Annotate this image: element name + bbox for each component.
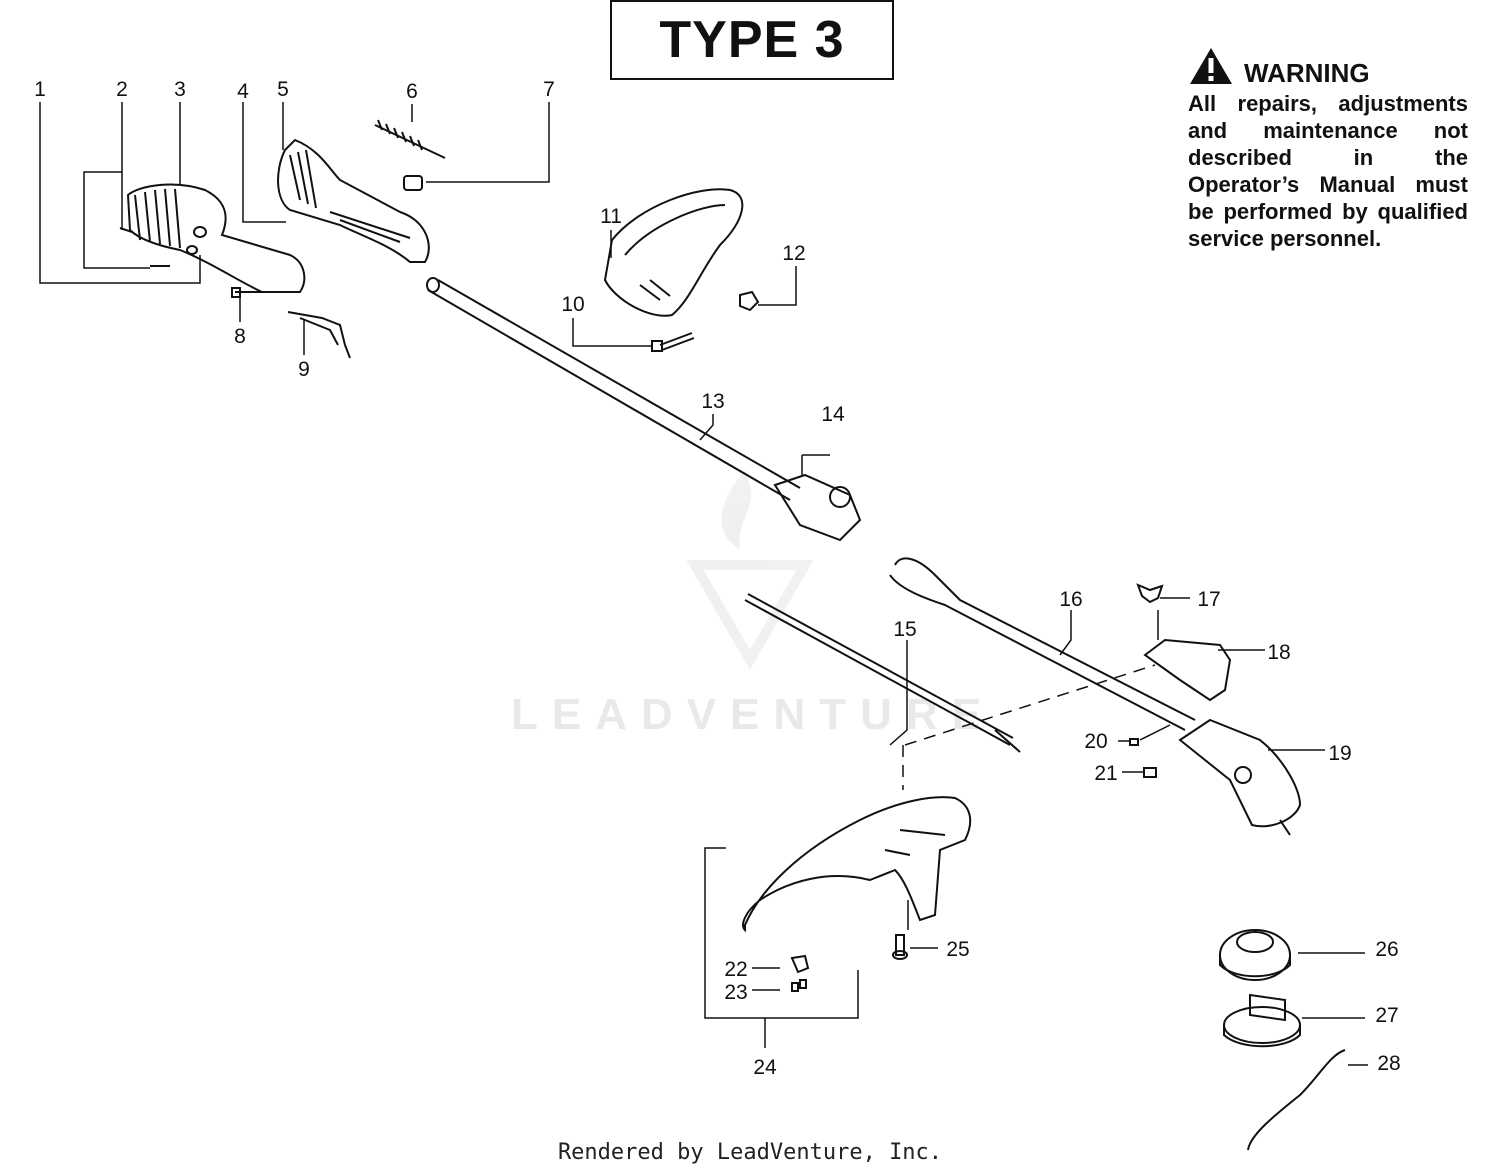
- part-17-wing-nut: [1136, 583, 1164, 604]
- part-8-screw: [231, 287, 268, 298]
- callout-12: 12: [782, 242, 805, 265]
- callout-14: 14: [821, 403, 845, 426]
- callout-10: 10: [561, 293, 584, 316]
- part-13-upper-shaft: [426, 277, 801, 501]
- part-6-spring: [374, 119, 446, 159]
- callout-4: 4: [237, 80, 249, 103]
- callout-18: 18: [1267, 641, 1290, 664]
- callout-22: 22: [724, 958, 747, 981]
- warning-notice: WARNING All repairs, adjustments and mai…: [1188, 46, 1468, 252]
- part-20-screw: [1129, 738, 1139, 746]
- callout-15: 15: [893, 618, 916, 641]
- dashed-alignment-lines: [902, 664, 1156, 790]
- part-7-button: [403, 175, 423, 191]
- callout-13: 13: [701, 390, 724, 413]
- callout-25: 25: [946, 938, 969, 961]
- callout-16: 16: [1059, 588, 1082, 611]
- part-11-guard-handle: [603, 188, 744, 317]
- callout-7: 7: [543, 78, 555, 101]
- leader-lines-guard: [704, 847, 938, 1048]
- callout-11: 11: [600, 205, 622, 228]
- leader-lines-handle: [39, 102, 550, 355]
- part-2-screw: [119, 227, 170, 267]
- callout-24: 24: [753, 1056, 777, 1079]
- footer-credit: Rendered by LeadVenture, Inc.: [557, 1140, 943, 1165]
- part-10-bolt: [651, 332, 695, 352]
- part-5-handle-half: [277, 138, 430, 263]
- callout-9: 9: [298, 358, 310, 381]
- part-28-trimmer-line: [1247, 1049, 1346, 1151]
- part-15-drive-shaft: [744, 593, 1021, 753]
- callout-3: 3: [174, 78, 186, 101]
- warning-heading: WARNING: [1244, 58, 1370, 88]
- part-27-spool: [1223, 993, 1301, 1048]
- callout-28: 28: [1377, 1052, 1400, 1075]
- part-21-screw: [1143, 767, 1157, 778]
- warning-text: All repairs, adjustments and maintenance…: [1188, 91, 1468, 251]
- part-18-clamp: [1143, 638, 1232, 702]
- part-25-screw: [892, 934, 908, 960]
- part-9-throttle-trigger: [287, 311, 351, 359]
- callout-8: 8: [234, 325, 246, 348]
- part-24-guard: [742, 796, 972, 933]
- callout-27: 27: [1375, 1004, 1398, 1027]
- diagram-title-box: TYPE 3: [610, 0, 894, 80]
- part-23-screws: [791, 979, 807, 992]
- part-14-coupler: [773, 473, 862, 542]
- part-22-clip: [790, 954, 810, 974]
- callout-2: 2: [116, 78, 128, 101]
- diagram-title: TYPE 3: [659, 11, 845, 69]
- watermark-logo-icon: [686, 470, 814, 670]
- part-19-gear-head: [1178, 718, 1302, 836]
- callout-19: 19: [1328, 742, 1351, 765]
- watermark-text: LEADVENTURE: [510, 690, 996, 739]
- warning-triangle-icon: [1190, 48, 1232, 84]
- part-26-spool-cover: [1219, 929, 1291, 981]
- callout-26: 26: [1375, 938, 1398, 961]
- callout-1: 1: [34, 78, 46, 101]
- part-16-lower-shaft: [889, 557, 1196, 731]
- callout-numbers: 1 2 3 4 5 6 7 8 9 10 11 12 13 14 15 16 1…: [34, 78, 1401, 1079]
- callout-17: 17: [1197, 588, 1220, 611]
- callout-20: 20: [1084, 730, 1107, 753]
- callout-5: 5: [277, 78, 289, 101]
- part-3-handle-housing: [126, 183, 306, 293]
- callout-23: 23: [724, 981, 747, 1004]
- leader-lines-shaft: [572, 230, 830, 475]
- callout-6: 6: [406, 80, 418, 103]
- callout-21: 21: [1094, 762, 1117, 785]
- part-12-nut: [739, 290, 760, 312]
- leader-lines-drive: [889, 597, 1325, 773]
- leader-lines-head: [1298, 952, 1368, 1066]
